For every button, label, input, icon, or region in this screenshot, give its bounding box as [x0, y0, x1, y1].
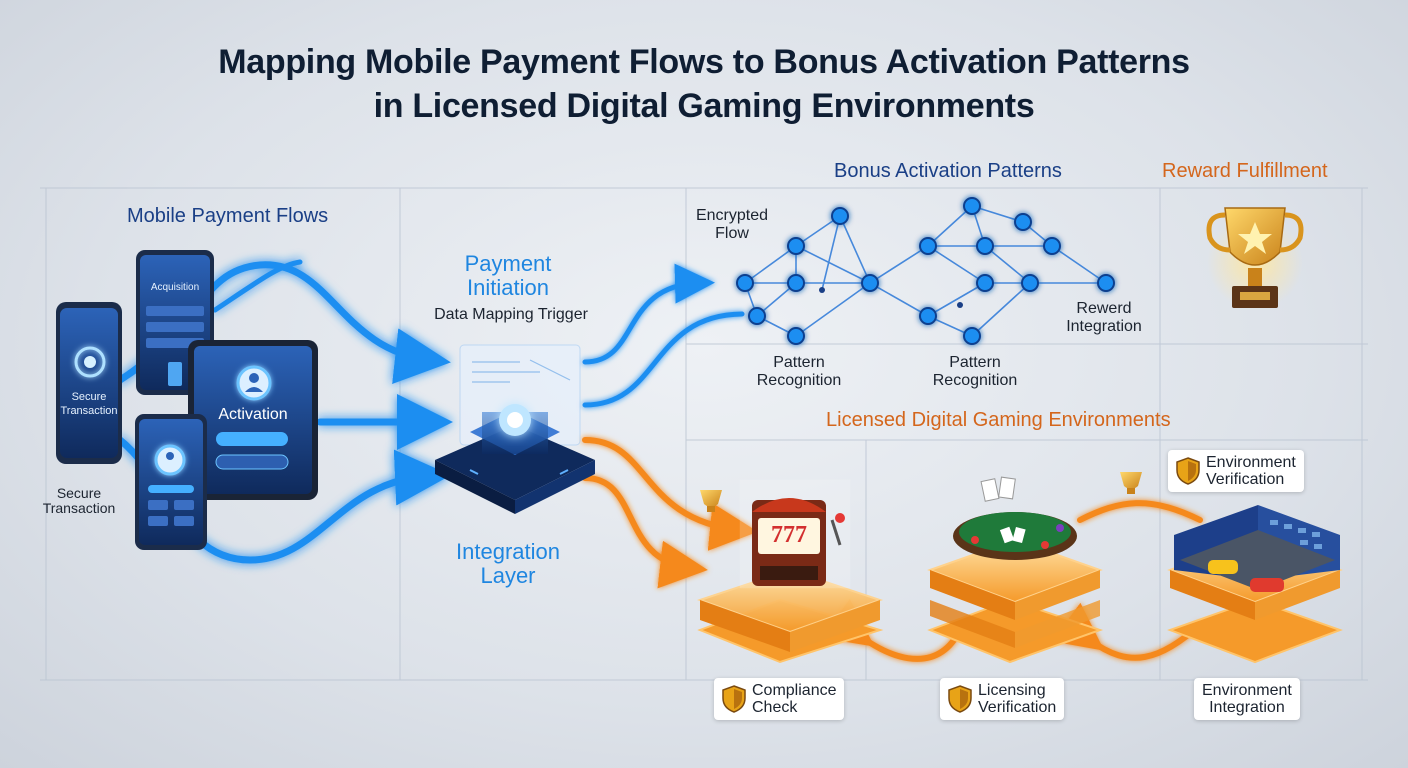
tile-racing	[1167, 505, 1343, 664]
environment-integration-badge: Environment Integration	[1194, 678, 1300, 720]
licensing-line-2: Verification	[978, 699, 1057, 716]
compliance-check-badge: Compliance Check	[714, 678, 845, 720]
network-small-nodes	[819, 287, 963, 308]
pattern2-line-1: Pattern	[949, 354, 1001, 371]
encrypted-line-1: Encrypted	[695, 207, 769, 224]
orange-flow-curves	[582, 437, 1203, 662]
section-bonus-activation-patterns: Bonus Activation Patterns	[834, 160, 1062, 182]
pattern2-line-2: Recognition	[932, 371, 1018, 389]
slot-777-text: 777	[771, 522, 807, 548]
env-integration-line-1: Environment	[1202, 682, 1292, 699]
tablet	[188, 340, 318, 500]
initiation-line-2: Initiation	[467, 275, 549, 301]
shield-icon	[722, 685, 746, 713]
pattern1-line-1: Pattern	[773, 354, 825, 371]
phone-left-text-line-1: Secure	[71, 391, 107, 403]
page-title: Mapping Mobile Payment Flows to Bonus Ac…	[0, 40, 1408, 128]
phone-left-text-line-2: Transaction	[60, 405, 118, 417]
title-line-2: in Licensed Digital Gaming Environments	[373, 87, 1035, 125]
chip-to-network-curves	[582, 263, 745, 408]
integration-chip	[435, 344, 595, 514]
data-mapping-trigger-label: Data Mapping Trigger	[434, 306, 588, 323]
phone-left	[56, 302, 122, 464]
licensing-line-1: Licensing	[978, 682, 1046, 699]
tile-slot	[696, 479, 884, 664]
integration-line-1: Integration	[456, 539, 560, 564]
pattern-recognition-label-2: Pattern Recognition	[920, 354, 1030, 389]
tablet-activation-text: Activation	[218, 406, 288, 423]
pattern-recognition-label-1: Pattern Recognition	[744, 354, 854, 389]
compliance-line-1: Compliance	[752, 682, 837, 699]
shield-icon	[948, 685, 972, 713]
network-nodes	[736, 197, 1115, 345]
payment-initiation-label: Payment Initiation	[440, 251, 576, 301]
env-verification-line-2: Verification	[1206, 471, 1285, 488]
integration-line-2: Layer	[480, 563, 536, 589]
reward-integration-line-2: Integration	[1066, 317, 1142, 335]
encrypted-line-2: Flow	[715, 224, 749, 242]
shield-icon	[1176, 457, 1200, 485]
reward-integration-line-1: Rewerd	[1076, 300, 1132, 317]
phone-left-screen-text: Secure Transaction	[60, 390, 118, 418]
tile-poker	[927, 472, 1142, 664]
phone-bottom	[135, 414, 207, 550]
integration-layer-label: Integration Layer	[440, 539, 576, 589]
env-verification-line-1: Environment	[1206, 454, 1296, 471]
secure-transaction-caption: Secure Transaction	[34, 485, 124, 517]
reward-integration-label: Rewerd Integration	[1054, 300, 1154, 335]
pattern1-line-2: Recognition	[756, 371, 842, 389]
initiation-line-1: Payment	[464, 251, 552, 276]
environment-verification-badge: Environment Verification	[1168, 450, 1304, 492]
section-reward-fulfillment: Reward Fulfillment	[1162, 160, 1328, 182]
section-licensed-gaming: Licensed Digital Gaming Environments	[826, 409, 1171, 431]
phone-top-header: Acquisition	[150, 282, 200, 293]
title-line-1: Mapping Mobile Payment Flows to Bonus Ac…	[218, 43, 1190, 81]
compliance-line-2: Check	[752, 699, 798, 716]
caption-line-2: Transaction	[42, 500, 116, 517]
encrypted-flow-label: Encrypted Flow	[684, 207, 780, 242]
caption-line-1: Secure	[56, 485, 102, 501]
trophy	[1206, 207, 1304, 310]
env-integration-line-2: Integration	[1209, 699, 1285, 716]
section-mobile-payment-flows: Mobile Payment Flows	[127, 205, 329, 227]
licensing-verification-badge: Licensing Verification	[940, 678, 1065, 720]
